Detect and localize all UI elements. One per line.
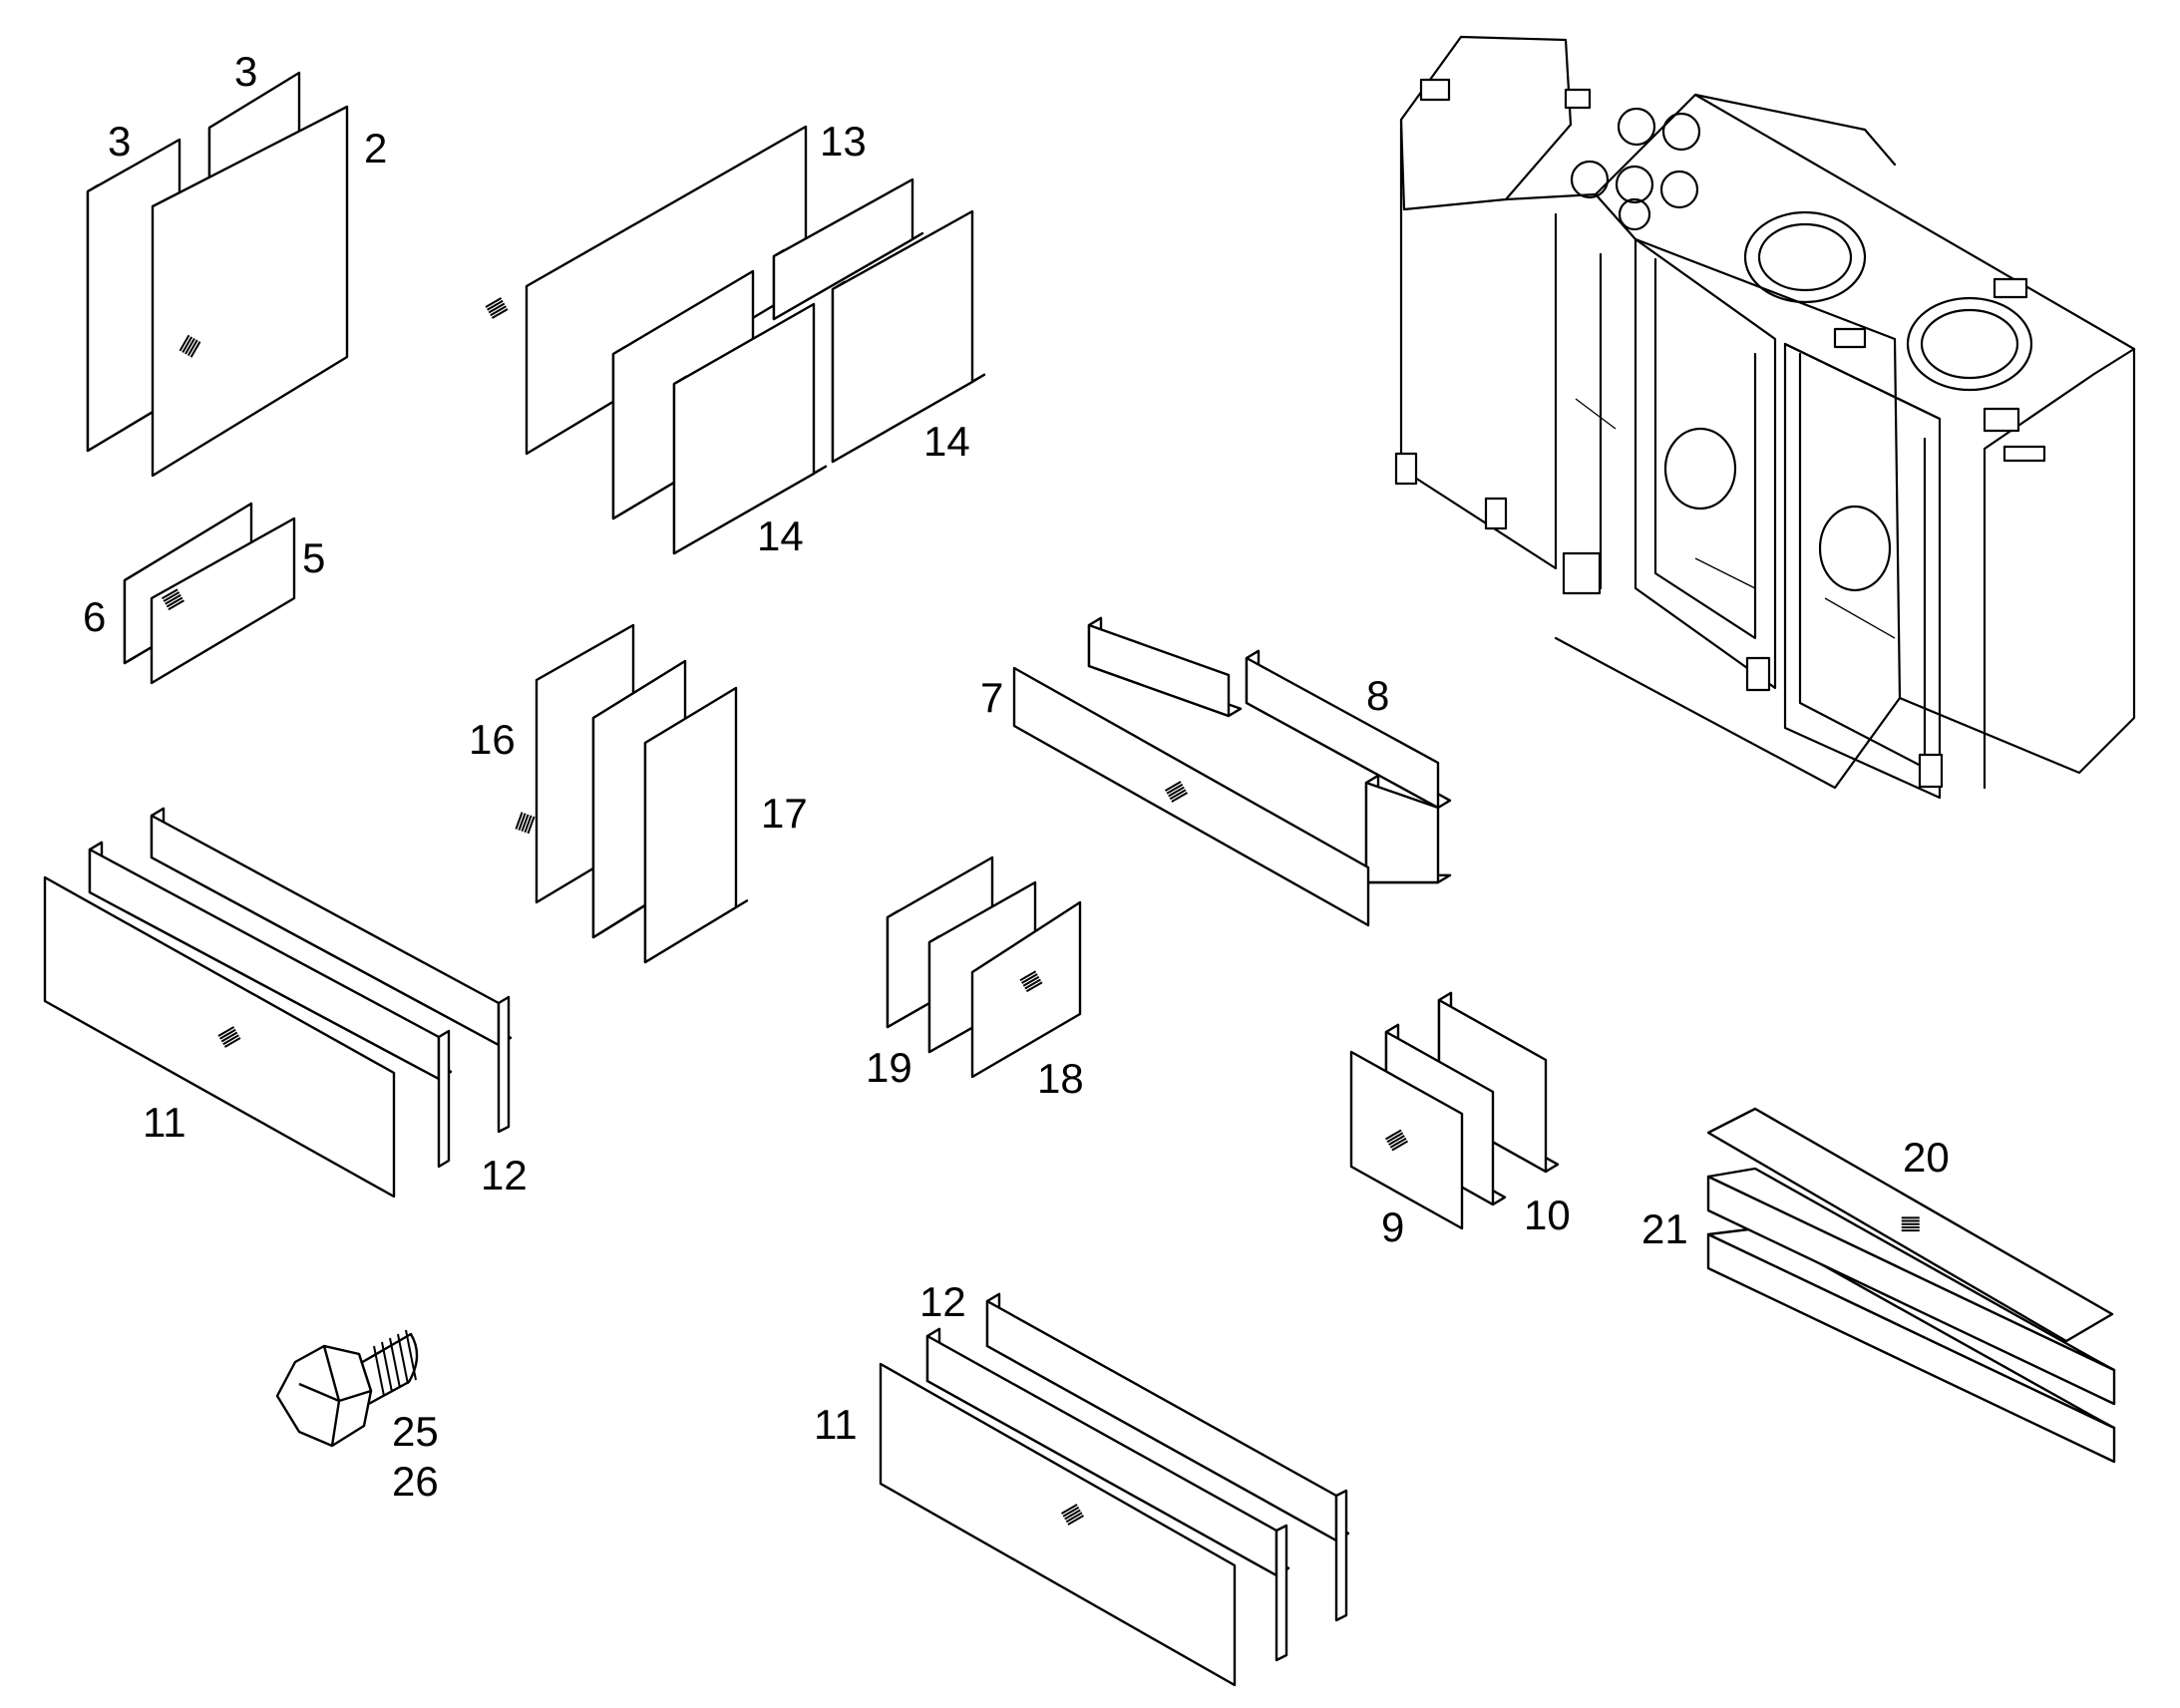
label-hatch-icon [1061, 1504, 1084, 1526]
parts-layer [43, 71, 2116, 1687]
label-3-left: 3 [108, 118, 131, 165]
label-hatch-icon [1385, 1129, 1408, 1152]
panel-18 [970, 900, 1082, 1079]
bolt-icon [275, 1329, 419, 1448]
panel-14-right [831, 209, 986, 464]
panel-12-back-end [497, 995, 511, 1134]
panel-21-lower-top [1706, 1226, 2116, 1430]
panel-9 [1349, 1050, 1464, 1230]
label-hatch-icon [162, 588, 184, 611]
panel-2 [151, 105, 349, 478]
label-hatch-icon [217, 1026, 241, 1048]
label-2: 2 [364, 125, 387, 171]
panel-11-bottom [879, 1362, 1237, 1687]
panel-7 [1012, 666, 1370, 927]
label-hatch-icon [179, 334, 201, 358]
label-13: 13 [820, 118, 867, 165]
callout-labels: 2 3 3 5 6 7 8 9 10 11 11 12 12 13 14 14 … [83, 48, 1950, 1505]
label-hatch-icon [1165, 781, 1188, 803]
label-6: 6 [83, 593, 106, 640]
label-hatch-icon [1019, 970, 1043, 993]
panel-5 [150, 516, 296, 685]
panel-14-back [772, 177, 924, 321]
label-14-lower: 14 [757, 512, 804, 559]
panel-20 [1706, 1107, 2114, 1343]
label-7: 7 [980, 674, 1003, 721]
panel-11 [43, 875, 396, 1198]
panel-12-mid-end [437, 1029, 451, 1169]
panel-12-back [150, 807, 513, 1047]
panel-12-bottom-back [985, 1292, 1350, 1542]
label-11-bottom: 11 [814, 1401, 858, 1448]
panel-12-bottom-back-end [1334, 1489, 1348, 1622]
label-25: 25 [392, 1408, 439, 1455]
label-20: 20 [1903, 1134, 1950, 1181]
label-8: 8 [1366, 672, 1389, 719]
panel-12-bottom-mid [925, 1327, 1290, 1577]
panel-8-lower [1364, 774, 1452, 884]
machine-housing [1394, 35, 2136, 800]
panel-8 [1245, 649, 1452, 810]
label-16: 16 [469, 716, 516, 763]
label-11-left: 11 [143, 1099, 186, 1146]
label-26: 26 [392, 1458, 439, 1505]
panel-17-front [643, 686, 749, 964]
panel-12-mid [88, 841, 453, 1081]
label-3-upper: 3 [234, 48, 257, 95]
label-5: 5 [302, 534, 325, 581]
label-17: 17 [761, 790, 808, 837]
label-10: 10 [1524, 1192, 1571, 1238]
panel-14-front [672, 302, 828, 555]
label-18: 18 [1037, 1055, 1084, 1102]
panel-8-step [1087, 616, 1243, 718]
label-21: 21 [1641, 1205, 1688, 1252]
label-19: 19 [866, 1044, 912, 1091]
label-hatch-icon [485, 297, 509, 319]
label-14-right: 14 [923, 418, 970, 465]
label-hatch-icon [515, 812, 536, 835]
label-12-left: 12 [481, 1152, 528, 1198]
panel-21-top [1706, 1167, 2116, 1372]
label-9: 9 [1381, 1203, 1404, 1250]
label-12-bottom: 12 [919, 1278, 966, 1325]
panel-12-bottom-mid-end [1274, 1524, 1288, 1662]
label-hatch-icon [1901, 1216, 1920, 1232]
